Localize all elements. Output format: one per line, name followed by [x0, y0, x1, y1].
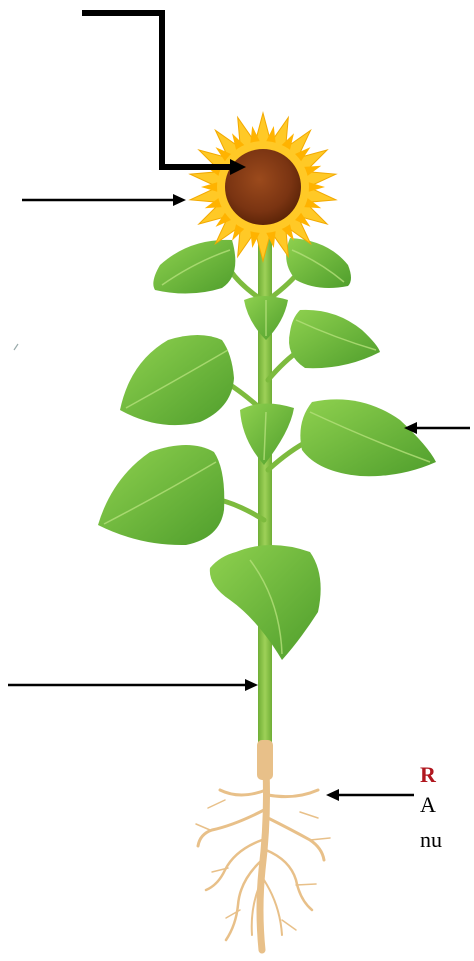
leaf-big-left	[98, 445, 224, 545]
flower-center	[225, 149, 301, 225]
stray-mark	[14, 344, 18, 350]
stem-base	[257, 740, 273, 780]
root-label-title: R	[420, 760, 436, 790]
roots	[196, 770, 330, 950]
sunflower-head	[189, 113, 338, 261]
arrow-petals-head	[173, 194, 186, 206]
leaf-mid-right	[289, 310, 380, 368]
root-label-line1: A	[420, 790, 436, 820]
leaves	[98, 238, 436, 660]
arrow-root-head	[326, 789, 339, 801]
arrow-center-bracket	[82, 13, 232, 167]
arrow-stem-head	[245, 679, 258, 691]
leaf-top-left	[153, 240, 235, 294]
root-label-line2: nu	[420, 825, 442, 855]
